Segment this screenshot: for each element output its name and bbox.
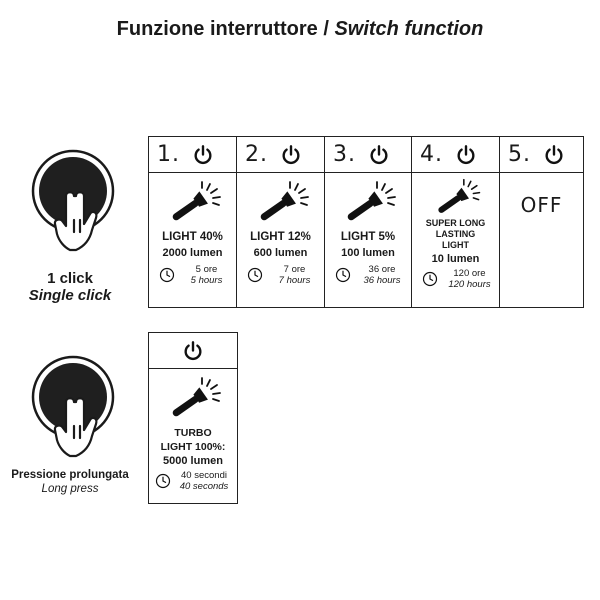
title-italian: Funzione interruttore /	[116, 18, 329, 40]
mode-3-level: LIGHT 5%	[340, 231, 396, 243]
title-english: Switch function	[334, 18, 484, 40]
flashlight-icon	[163, 179, 223, 225]
turbo-header	[149, 333, 237, 369]
mode-1-time-en: 5 hours	[190, 275, 223, 286]
mode-2-level: LIGHT 12%	[250, 231, 311, 243]
turbo-lumen: 5000 lumen	[163, 455, 223, 467]
mode-4-header: 4.	[412, 137, 499, 173]
mode-1-lumen: 2000 lumen	[162, 247, 223, 259]
mode-4-level-line-2: LASTING	[435, 229, 476, 239]
mode-2-cell: 2. LIGHT 12% 600 lumen 7 ore 7 hours	[237, 137, 325, 307]
power-icon	[192, 144, 214, 166]
clock-icon	[155, 473, 171, 489]
power-icon	[280, 144, 302, 166]
long-press-caption: Pressione prolungata Long press	[6, 468, 134, 496]
mode-2-lumen: 600 lumen	[253, 247, 308, 259]
power-icon	[455, 144, 477, 166]
long-press-hand-icon	[28, 352, 118, 460]
single-click-mode-table: 1. LIGHT 40% 2000 lumen 5 ore 5 hours 2.…	[148, 136, 584, 308]
mode-1-number: 1.	[157, 142, 180, 167]
mode-3-number: 3.	[333, 142, 356, 167]
mode-4-time-en: 120 hours	[448, 279, 491, 290]
mode-5-off-label: OFF	[520, 193, 563, 217]
mode-4-cell: 4. SUPER LONG LASTING LIGHT 10 lumen 120…	[412, 137, 500, 307]
flashlight-icon	[251, 179, 311, 225]
turbo-level-line-2: LIGHT 100%:	[160, 441, 226, 453]
mode-4-time-it: 120 ore	[453, 268, 486, 279]
mode-2-number: 2.	[245, 142, 268, 167]
mode-2-header: 2.	[237, 137, 324, 173]
mode-3-cell: 3. LIGHT 5% 100 lumen 36 ore 36 hours	[325, 137, 412, 307]
single-click-label-it: 1 click	[47, 270, 93, 287]
clock-icon	[247, 267, 263, 283]
turbo-level-line-1: TURBO	[174, 427, 212, 439]
mode-1-cell: 1. LIGHT 40% 2000 lumen 5 ore 5 hours	[149, 137, 237, 307]
mode-5-number: 5.	[508, 142, 531, 167]
flashlight-icon	[428, 177, 484, 217]
single-click-hand-icon	[28, 146, 118, 254]
mode-2-time-en: 7 hours	[278, 275, 311, 286]
mode-5-header: 5.	[500, 137, 583, 173]
mode-5-cell: 5. OFF	[500, 137, 583, 307]
mode-2-time-it: 7 ore	[283, 264, 306, 275]
turbo-mode-cell: TURBO LIGHT 100%: 5000 lumen 40 secondi …	[148, 332, 238, 504]
power-icon	[182, 340, 204, 362]
page-title: Funzione interruttore / Switch function	[0, 18, 600, 41]
mode-3-header: 3.	[325, 137, 411, 173]
clock-icon	[422, 271, 438, 287]
long-press-label-it: Pressione prolungata	[11, 469, 129, 481]
turbo-time-en: 40 seconds	[179, 481, 229, 492]
long-press-label-en: Long press	[41, 483, 99, 495]
mode-3-time-en: 36 hours	[363, 275, 401, 286]
flashlight-icon	[163, 375, 223, 421]
mode-4-number: 4.	[420, 142, 443, 167]
mode-4-lumen: 10 lumen	[431, 253, 480, 265]
clock-icon	[335, 267, 351, 283]
power-icon	[543, 144, 565, 166]
mode-3-time-it: 36 ore	[368, 264, 396, 275]
mode-4-level-line-1: SUPER LONG	[425, 218, 486, 228]
mode-4-level-line-3: LIGHT	[442, 240, 469, 250]
mode-1-header: 1.	[149, 137, 236, 173]
clock-icon	[159, 267, 175, 283]
mode-3-lumen: 100 lumen	[341, 247, 395, 259]
turbo-time-it: 40 secondi	[181, 470, 227, 481]
single-click-caption: 1 click Single click	[10, 270, 130, 304]
mode-1-time-it: 5 ore	[195, 264, 218, 275]
power-icon	[368, 144, 390, 166]
flashlight-icon	[338, 179, 398, 225]
mode-1-level: LIGHT 40%	[162, 231, 223, 243]
single-click-label-en: Single click	[28, 287, 112, 304]
